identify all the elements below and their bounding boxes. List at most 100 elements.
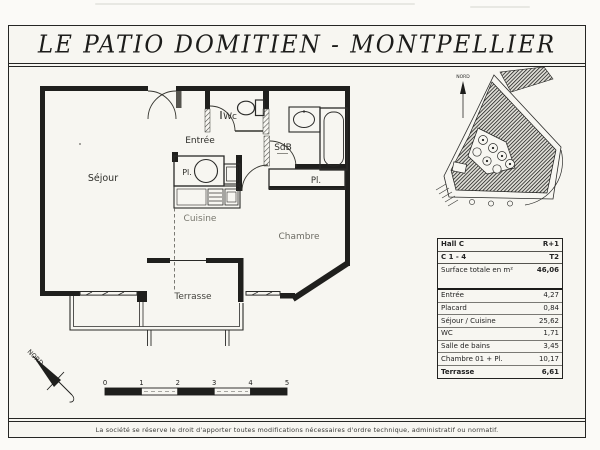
parking-ticks <box>435 183 459 207</box>
surface-table: Hall C R+1 C 1 - 4 T2 Surface totale en … <box>437 238 563 379</box>
partition-hatched <box>204 108 211 133</box>
table-row-wc: WC 1,71 <box>438 328 562 341</box>
wall-segment <box>40 91 45 296</box>
scale-tick-label: 0 <box>103 379 107 387</box>
chamfer-wall <box>291 260 350 302</box>
window-hatch <box>101 291 109 296</box>
door-arcs <box>147 90 297 192</box>
closet-chambre <box>268 168 346 190</box>
window-hatch <box>265 291 273 296</box>
table-row-entree: Entrée 4,27 <box>438 290 562 303</box>
tree-dot <box>500 154 504 158</box>
wall-segment <box>176 86 350 91</box>
wall-segment <box>147 258 170 263</box>
site-plan: NORD <box>435 66 563 207</box>
window <box>245 291 281 296</box>
scale-tick-label: 1 <box>139 379 143 387</box>
room-label-sejour: Séjour <box>88 173 118 184</box>
toilet-tank <box>254 99 265 117</box>
table-cell-label: Entrée <box>441 291 464 300</box>
kitchen-hob <box>224 188 239 206</box>
table-cell-value: 6,61 <box>541 367 559 376</box>
walls <box>40 86 350 302</box>
entrance-door-arc <box>147 90 177 120</box>
page-title: LE PATIO DOMITIEN - MONTPELLIER <box>37 30 557 59</box>
wall-segment <box>238 258 244 302</box>
table-cell-value: R+1 <box>542 240 559 249</box>
sdb-door-arc <box>269 140 297 168</box>
tree <box>472 147 482 157</box>
wall-post <box>137 291 147 302</box>
wall-segment <box>205 91 210 109</box>
chambre-door-arc <box>241 164 269 192</box>
table-row-spacer <box>438 277 562 290</box>
table-cell-value: 0,84 <box>543 304 559 313</box>
site-north-label: NORD <box>456 74 470 80</box>
room-label-wc: Wc <box>223 112 237 122</box>
scale-tick-label: 3 <box>212 379 216 387</box>
wc-door-arc <box>209 105 236 132</box>
footer-band: La société se réserve le droit d'apporte… <box>8 418 586 438</box>
table-row-salle-de-bains: Salle de bains 3,45 <box>438 341 562 354</box>
room-label-sdb: SdB <box>274 143 292 153</box>
table-cell-label: Hall C <box>441 240 464 249</box>
window <box>79 291 138 296</box>
balustrade-outer <box>69 296 244 331</box>
kitchen-counter <box>173 185 241 209</box>
compass-cross <box>46 371 65 391</box>
toilet-bowl <box>236 100 256 116</box>
room-label-placard-chambre: Pl. <box>311 176 321 186</box>
floor-plan: Séjour Entrée Wc SdB Pl. Cuisine Pl. Cha… <box>40 86 350 346</box>
door-jamb <box>176 91 182 108</box>
table-cell-label: Surface totale en m² <box>441 266 514 274</box>
disclaimer-text: La société se réserve le droit d'apporte… <box>95 426 499 434</box>
table-row-terrasse: Terrasse 6,61 <box>438 366 562 378</box>
washbasin <box>293 111 315 128</box>
tree-dot <box>485 159 489 163</box>
appliance <box>223 163 241 185</box>
wall-segment <box>172 152 178 162</box>
scale-segments <box>104 387 288 396</box>
wall-segment <box>263 91 269 109</box>
compass-needle-blade <box>33 356 61 387</box>
table-cell-value: 1,71 <box>543 329 559 338</box>
kitchen-hob-inner <box>226 191 237 203</box>
scan-artifact <box>95 3 415 5</box>
scale-tick-label: 2 <box>176 379 180 387</box>
tree-dot <box>508 162 512 166</box>
wall-segment <box>206 258 238 263</box>
table-cell-value: 10,17 <box>538 354 559 363</box>
table-cell-value: 25,62 <box>538 316 559 325</box>
fixtures <box>79 99 348 291</box>
room-label-cuisine: Cuisine <box>184 214 217 224</box>
kitchen-unit <box>176 188 207 206</box>
water-heater <box>193 158 219 184</box>
room-label-placard-entree: Pl. <box>182 168 192 177</box>
street-trees <box>469 199 513 207</box>
partition-hatched <box>263 135 270 167</box>
table-cell-value: 3,45 <box>543 342 559 351</box>
wall-segment <box>269 186 345 190</box>
wall-segment <box>295 164 350 169</box>
north-arrowhead <box>460 81 466 94</box>
site-road <box>524 149 563 206</box>
wall-segment <box>280 293 295 299</box>
window-hatch <box>117 291 125 296</box>
scale-segment-filled <box>250 387 288 396</box>
table-cell-label: Chambre 01 + Pl. <box>441 354 503 363</box>
window-hatch <box>251 291 259 296</box>
courtyard-trees <box>472 135 515 174</box>
partition-hatched <box>262 108 270 135</box>
table-row-placard: Placard 0,84 <box>438 303 562 316</box>
room-label-chambre: Chambre <box>278 232 319 242</box>
building-mass <box>450 81 557 194</box>
table-cell-value: T2 <box>549 252 559 261</box>
appliance-inner <box>226 166 238 182</box>
bathtub-inner <box>323 111 344 167</box>
table-cell-value: 46,06 <box>536 266 559 274</box>
table-row-sejour-cuisine: Séjour / Cuisine 25,62 <box>438 315 562 329</box>
site-hall-block <box>451 161 468 174</box>
balustrade-inner <box>73 296 240 327</box>
north-compass: NORD <box>26 348 75 403</box>
wall-segment <box>345 91 350 266</box>
